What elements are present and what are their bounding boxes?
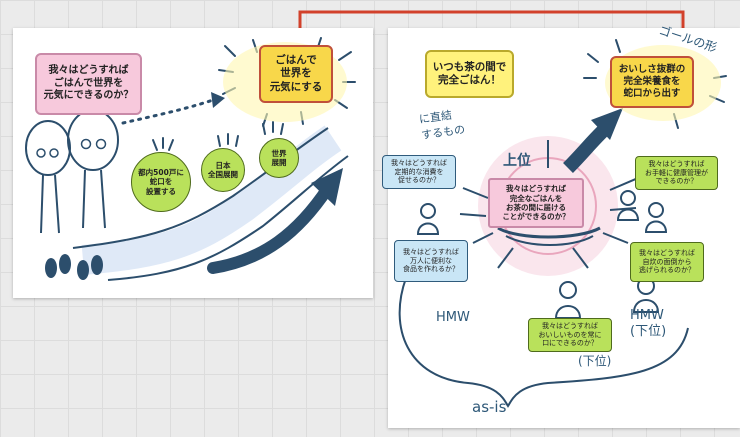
goal-box: ごはんで 世界を 元気にする — [259, 45, 333, 103]
as-is-label: as-is — [472, 398, 507, 416]
hmw-label-left: HMW — [436, 310, 470, 325]
center-hmw-box: 我々はどうすれば 完全なごはんを お茶の間に届ける ことができるのか？ — [488, 178, 584, 228]
hmw-card-2: 我々はどうすれば 万人に便利な 食品を作れるか？ — [394, 240, 468, 282]
hmw-card-1: 我々はどうすれば 定期的な消費を 促せるのか？ — [382, 155, 456, 189]
right-panel: いつも茶の間で 完全ごはん！ おいしさ抜群の 完全栄養食を 蛇口から出す ゴール… — [382, 23, 740, 428]
upper-label: 上位 — [503, 153, 531, 169]
hmw-card-3: 我々はどうすれば お手軽に健康管理が できるのか？ — [635, 156, 718, 190]
step-bubble-2: 日本 全国展開 — [201, 148, 245, 192]
lower-label: (下位) — [578, 354, 612, 368]
hmw-card-4: 我々はどうすれば 自炊の面倒から 逃げられるのか？ — [630, 242, 704, 282]
hmw-label-right: HMW (下位) — [630, 308, 667, 339]
step-bubble-1: 都内500戸に 蛇口を 設置する — [131, 152, 191, 212]
right-goal-box: おいしさ抜群の 完全栄養食を 蛇口から出す — [610, 56, 694, 108]
direct-annotation: に直結 するもの — [418, 108, 466, 142]
left-panel: 我々はどうすれば ごはんで世界を 元気にできるのか？ ごはんで 世界を 元気にす… — [13, 28, 373, 298]
step-bubble-3: 世界 展開 — [259, 138, 299, 178]
question-bubble: 我々はどうすれば ごはんで世界を 元気にできるのか？ — [35, 53, 142, 115]
hmw-card-5: 我々はどうすれば おいしいものを常に 口にできるのか？ — [528, 318, 612, 352]
top-goal-bubble: いつも茶の間で 完全ごはん！ — [425, 50, 514, 98]
